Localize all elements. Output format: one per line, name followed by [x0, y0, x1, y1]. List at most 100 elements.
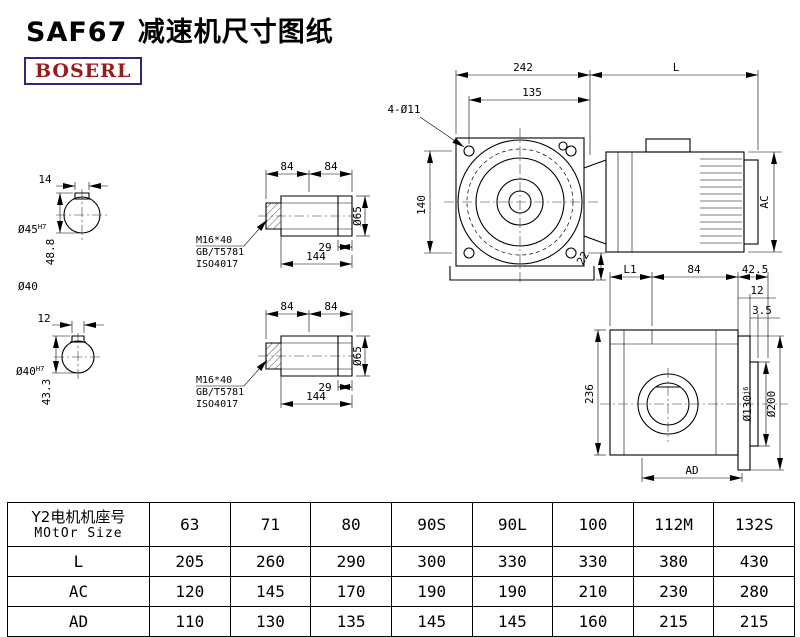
bolt-hole — [565, 247, 577, 259]
fan-cover — [743, 159, 759, 245]
bore-section-view-1: 14 Ø45H7 48.8 Ø40 — [18, 173, 108, 293]
front-view — [444, 128, 759, 284]
dim-O130: Ø130j6 — [741, 387, 754, 422]
eyebolt-hole — [558, 141, 568, 151]
dim-4xO11: 4-Ø11 — [387, 103, 420, 116]
dim-O200: Ø200 — [765, 391, 778, 418]
flange-spigot — [749, 361, 759, 447]
table-header-row: Y2电机机座号 MOtOr Size 63 71 80 90S 90L 100 … — [7, 502, 795, 547]
dim-O65: Ø65 — [351, 206, 364, 226]
technical-drawing: 242 L 135 4-Ø11 140 22 AC — [16, 61, 788, 482]
table-cell: 430 — [713, 546, 795, 577]
table-cell: 330 — [471, 546, 554, 577]
dim-22: 22 — [574, 249, 592, 267]
table-cell: 160 — [552, 606, 634, 637]
table-cell: 130 — [229, 606, 312, 637]
dim-12-side: 12 — [750, 284, 763, 297]
label-fastener-spec: M16*40 — [196, 235, 232, 246]
front-view-dimensions: 242 L 135 4-Ø11 140 22 AC — [387, 61, 782, 281]
table-cell: 210 — [552, 576, 634, 607]
size-col-header: 132S — [713, 502, 795, 547]
table-cell: 215 — [713, 606, 795, 637]
bolt-hole — [565, 145, 577, 157]
table-row-L: L 205 260 290 300 330 330 380 430 — [7, 546, 795, 577]
table-cell: 380 — [632, 546, 715, 577]
row-label: AC — [7, 576, 150, 607]
dim-236: 236 — [583, 384, 596, 404]
table-cell: 260 — [229, 546, 312, 577]
header-line-cn: Y2电机机座号 — [31, 507, 126, 526]
size-col-header: 100 — [552, 502, 634, 547]
dim-3.5: 3.5 — [752, 304, 772, 317]
size-col-header: 90L — [471, 502, 554, 547]
dim-AD: AD — [685, 464, 698, 477]
dim-48.8: 48.8 — [44, 239, 57, 266]
dim-135: 135 — [522, 86, 542, 99]
label-fastener-std1: GB/T5781 — [196, 387, 244, 398]
dim-43.3: 43.3 — [40, 379, 53, 406]
boserl-logo: BOSERL — [24, 57, 143, 85]
size-col-header: 71 — [229, 502, 312, 547]
table-cell: 215 — [632, 606, 715, 637]
bolt-hole — [463, 247, 475, 259]
size-col-header: 90S — [390, 502, 473, 547]
table-cell: 280 — [713, 576, 795, 607]
dim-29: 29 — [318, 241, 331, 254]
label-fastener-std2: ISO4017 — [196, 259, 238, 270]
label-bore1-dia: Ø45H7 — [18, 223, 46, 236]
label-fastener-std2: ISO4017 — [196, 399, 238, 410]
dim-29: 29 — [318, 381, 331, 394]
dim-AC: AC — [758, 195, 771, 208]
page-title: SAF67 减速机尺寸图纸 — [26, 17, 334, 48]
table-cell: 110 — [149, 606, 231, 637]
dim-84a: 84 — [280, 300, 294, 313]
shaft-end-view-2: 84 84 29 144 Ø65 M16*40 GB/T5781 ISO4017 — [196, 300, 370, 410]
table-cell: 170 — [310, 576, 392, 607]
table-cell: 300 — [390, 546, 473, 577]
motor-size-table: Y2电机机座号 MOtOr Size 63 71 80 90S 90L 100 … — [7, 502, 795, 637]
motor-fins — [700, 158, 742, 244]
table-cell: 135 — [310, 606, 392, 637]
bolt-hole — [463, 145, 475, 157]
size-col-header: 112M — [632, 502, 715, 547]
size-col-header: 80 — [310, 502, 392, 547]
size-col-header: 63 — [149, 502, 231, 547]
row-label: AD — [7, 606, 150, 637]
row-label: L — [7, 546, 150, 577]
label-O40: Ø40 — [18, 280, 38, 293]
table-cell: 190 — [390, 576, 473, 607]
table-cell: 330 — [552, 546, 634, 577]
table-cell: 145 — [471, 606, 554, 637]
dim-144: 144 — [306, 250, 326, 263]
table-cell: 230 — [632, 576, 715, 607]
table-cell: 145 — [390, 606, 473, 637]
label-bore2-dia: Ø40H7 — [16, 365, 44, 378]
dim-O65: Ø65 — [351, 346, 364, 366]
motor-body — [605, 151, 745, 253]
dim-84b: 84 — [324, 160, 338, 173]
dim-L: L — [673, 61, 680, 74]
motor-size-header-cell: Y2电机机座号 MOtOr Size — [7, 502, 150, 547]
table-cell: 290 — [310, 546, 392, 577]
table-cell: 190 — [471, 576, 554, 607]
label-fastener-std1: GB/T5781 — [196, 247, 244, 258]
terminal-box — [645, 138, 691, 153]
side-view — [600, 329, 788, 471]
table-cell: 145 — [229, 576, 312, 607]
dim-144: 144 — [306, 390, 326, 403]
table-cell: 120 — [149, 576, 231, 607]
dim-84b: 84 — [324, 300, 338, 313]
shaft-end-view-1: 84 84 29 144 Ø65 M16*40 GB/T5781 ISO4017 — [196, 160, 370, 270]
dim-242: 242 — [513, 61, 533, 74]
dim-84-side: 84 — [687, 263, 701, 276]
table-row-AD: AD 110 130 135 145 145 160 215 215 — [7, 606, 795, 637]
dim-14: 14 — [38, 173, 52, 186]
dim-42.5: 42.5 — [742, 263, 769, 276]
table-cell: 205 — [149, 546, 231, 577]
label-fastener-spec: M16*40 — [196, 375, 232, 386]
dim-L1: L1 — [623, 263, 636, 276]
dim-140: 140 — [415, 195, 428, 215]
bore-section-view-2: 12 Ø40H7 43.3 — [16, 312, 104, 405]
table-row-AC: AC 120 145 170 190 190 210 230 280 — [7, 576, 795, 607]
